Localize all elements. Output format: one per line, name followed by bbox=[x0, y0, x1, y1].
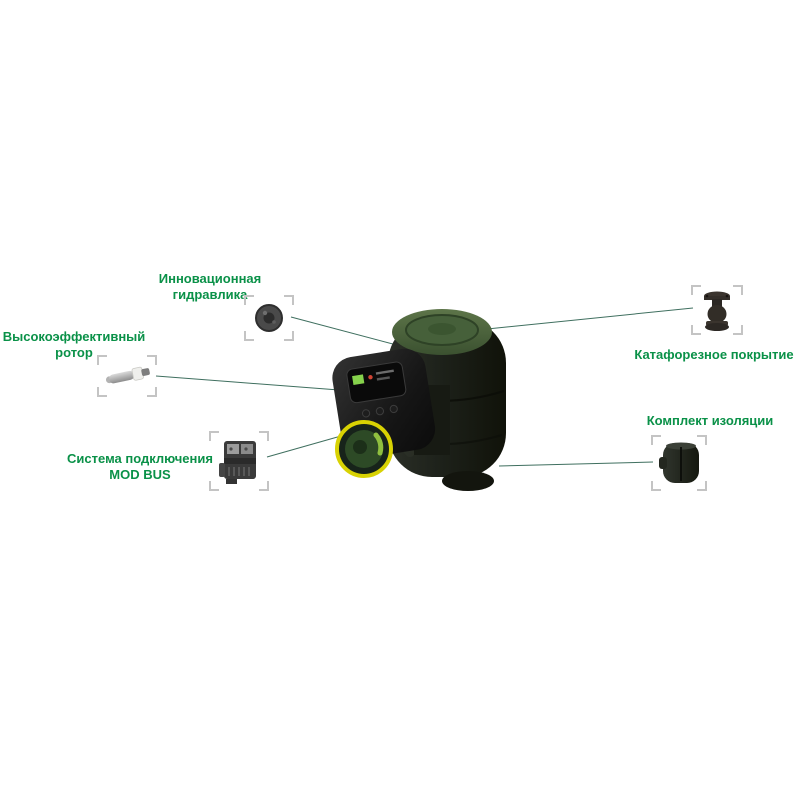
bracket-corner bbox=[691, 285, 701, 295]
modbus-module-icon bbox=[211, 433, 267, 489]
thumb-hydraulic-impeller bbox=[244, 295, 294, 341]
line-insulation bbox=[498, 461, 654, 467]
pump-badge bbox=[335, 420, 393, 478]
bracket-corner bbox=[244, 295, 254, 305]
insulation-shell-icon bbox=[653, 437, 705, 489]
hydraulic-impeller-icon bbox=[246, 297, 292, 339]
label-modbus-connection: Система подключения MOD BUS bbox=[67, 451, 213, 482]
bracket-corner bbox=[259, 431, 269, 441]
bracket-corner bbox=[244, 331, 254, 341]
label-high-efficiency-rotor: Высокоэффективный ротор bbox=[2, 329, 146, 360]
pump-image bbox=[318, 299, 510, 499]
bracket-corner bbox=[697, 435, 707, 445]
bracket-corner bbox=[97, 355, 107, 365]
pump-button bbox=[389, 404, 398, 414]
thumb-cataphoresis-housing bbox=[691, 285, 743, 335]
label-insulation-kit: Комплект изоляции bbox=[646, 413, 774, 428]
thumb-modbus-module bbox=[209, 431, 269, 491]
bracket-corner bbox=[697, 481, 707, 491]
bracket-corner bbox=[284, 331, 294, 341]
bracket-corner bbox=[733, 325, 743, 335]
bracket-corner bbox=[691, 325, 701, 335]
bracket-corner bbox=[651, 435, 661, 445]
bracket-corner bbox=[284, 295, 294, 305]
rotor-icon bbox=[99, 357, 155, 395]
bracket-corner bbox=[733, 285, 743, 295]
thumb-rotor bbox=[97, 355, 157, 397]
pump-top-cap bbox=[392, 309, 492, 355]
bracket-corner bbox=[147, 387, 157, 397]
bracket-corner bbox=[147, 355, 157, 365]
pump-button bbox=[375, 407, 385, 416]
label-innovative-hydraulics: Инновационная гидравлика bbox=[158, 271, 262, 302]
pump-art bbox=[332, 309, 506, 491]
bracket-corner bbox=[259, 481, 269, 491]
pump-button bbox=[361, 409, 371, 418]
bracket-corner bbox=[209, 481, 219, 491]
bracket-corner bbox=[651, 481, 661, 491]
bracket-corner bbox=[97, 387, 107, 397]
cataphoresis-housing-icon bbox=[693, 287, 741, 333]
bracket-corner bbox=[209, 431, 219, 441]
label-cataphoresis-coating: Катафорезное покрытие bbox=[634, 347, 794, 362]
thumb-insulation-shell bbox=[651, 435, 707, 491]
